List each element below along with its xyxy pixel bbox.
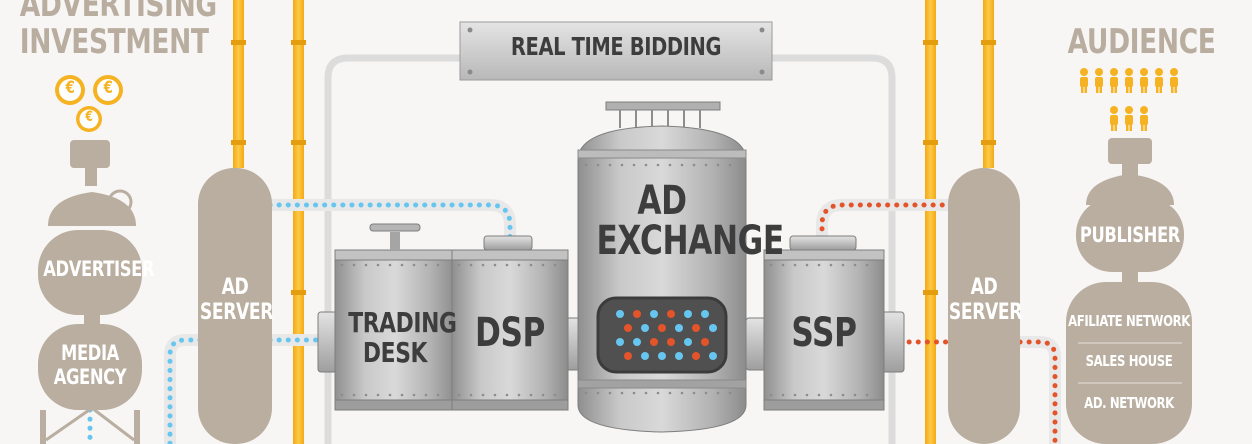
red-dotted-conduit-top bbox=[819, 202, 958, 241]
ad-exchange-tank bbox=[577, 101, 747, 433]
advertising-title: ADVERTISING bbox=[19, 0, 217, 25]
bid-dot bbox=[641, 352, 649, 360]
bid-dot bbox=[675, 352, 683, 360]
bid-dot bbox=[701, 310, 709, 318]
ssp-tank bbox=[763, 235, 885, 411]
advertiser-stack bbox=[38, 140, 142, 444]
bid-dot bbox=[616, 310, 624, 318]
bid-dot bbox=[667, 310, 675, 318]
media-agency-label-2: AGENCY bbox=[53, 365, 127, 389]
dsp-label: DSP bbox=[474, 310, 546, 356]
publisher-stack bbox=[1066, 138, 1192, 444]
audience-title: AUDIENCE bbox=[1067, 22, 1216, 62]
ad-server-left-label-2: SERVER bbox=[199, 300, 274, 325]
trading-desk-label-1: TRADING bbox=[348, 306, 457, 339]
ad-exchange-label-1: AD bbox=[637, 178, 687, 224]
investment-title: INVESTMENT bbox=[19, 22, 209, 62]
bid-dot bbox=[650, 338, 658, 346]
ssp-label: SSP bbox=[791, 310, 857, 356]
bid-dot bbox=[658, 324, 666, 332]
bid-dot bbox=[692, 324, 700, 332]
bid-dot bbox=[624, 352, 632, 360]
bid-dot bbox=[675, 324, 683, 332]
ad-server-right-label-1: AD bbox=[970, 275, 998, 300]
bid-dot bbox=[709, 352, 717, 360]
ad-server-left-label-1: AD bbox=[221, 275, 249, 300]
media-agency-label-1: MEDIA bbox=[61, 341, 119, 365]
ad-server-right-tank bbox=[948, 168, 1020, 444]
bid-dot bbox=[709, 324, 717, 332]
bid-dot bbox=[650, 310, 658, 318]
affiliate-network-label: AFILIATE NETWORK bbox=[1068, 312, 1190, 330]
dsp-tank bbox=[451, 235, 569, 411]
bid-dot bbox=[616, 338, 624, 346]
rtb-banner-plate bbox=[459, 21, 773, 81]
ad-exchange-label-2: EXCHANGE bbox=[596, 218, 784, 264]
ad-server-left-tank bbox=[198, 168, 272, 444]
gold-pipe-right-b bbox=[983, 0, 994, 168]
trading-desk-label-2: DESK bbox=[362, 336, 428, 369]
audience-people-icon bbox=[1080, 68, 1178, 131]
bid-dot bbox=[701, 338, 709, 346]
valve-icon bbox=[97, 189, 133, 215]
publisher-label: PUBLISHER bbox=[1079, 223, 1181, 247]
rtb-banner-label: REAL TIME BIDDING bbox=[510, 32, 722, 61]
euro-coin-1: € bbox=[65, 78, 75, 98]
bid-dot bbox=[658, 352, 666, 360]
bid-dot bbox=[624, 324, 632, 332]
bid-dot bbox=[684, 310, 692, 318]
red-dotted-conduit-right bbox=[1017, 339, 1058, 444]
bid-dot bbox=[633, 338, 641, 346]
sales-house-label: SALES HOUSE bbox=[1085, 352, 1173, 370]
gold-pipe-left-b bbox=[293, 0, 304, 444]
bid-dot bbox=[692, 352, 700, 360]
euro-coin-2: € bbox=[103, 78, 113, 98]
rtb-frame-pipe bbox=[324, 54, 896, 444]
gold-pipe-right-a bbox=[925, 0, 936, 444]
euro-coins bbox=[55, 75, 123, 132]
bid-dot bbox=[633, 310, 641, 318]
bid-dot bbox=[667, 338, 675, 346]
trading-desk-tank bbox=[334, 223, 456, 411]
euro-coin-3: € bbox=[85, 109, 93, 125]
blue-dotted-conduit-left bbox=[167, 337, 203, 444]
bid-dots-matrix bbox=[616, 310, 717, 360]
gold-pipe-left-a bbox=[233, 0, 244, 168]
blue-dotted-conduit-top bbox=[267, 202, 513, 241]
advertiser-label: ADVERTISER bbox=[43, 257, 155, 281]
bid-dot bbox=[641, 324, 649, 332]
ad-server-right-label-2: SERVER bbox=[948, 300, 1023, 325]
ad-network-label: AD. NETWORK bbox=[1084, 394, 1174, 412]
bid-dot bbox=[684, 338, 692, 346]
